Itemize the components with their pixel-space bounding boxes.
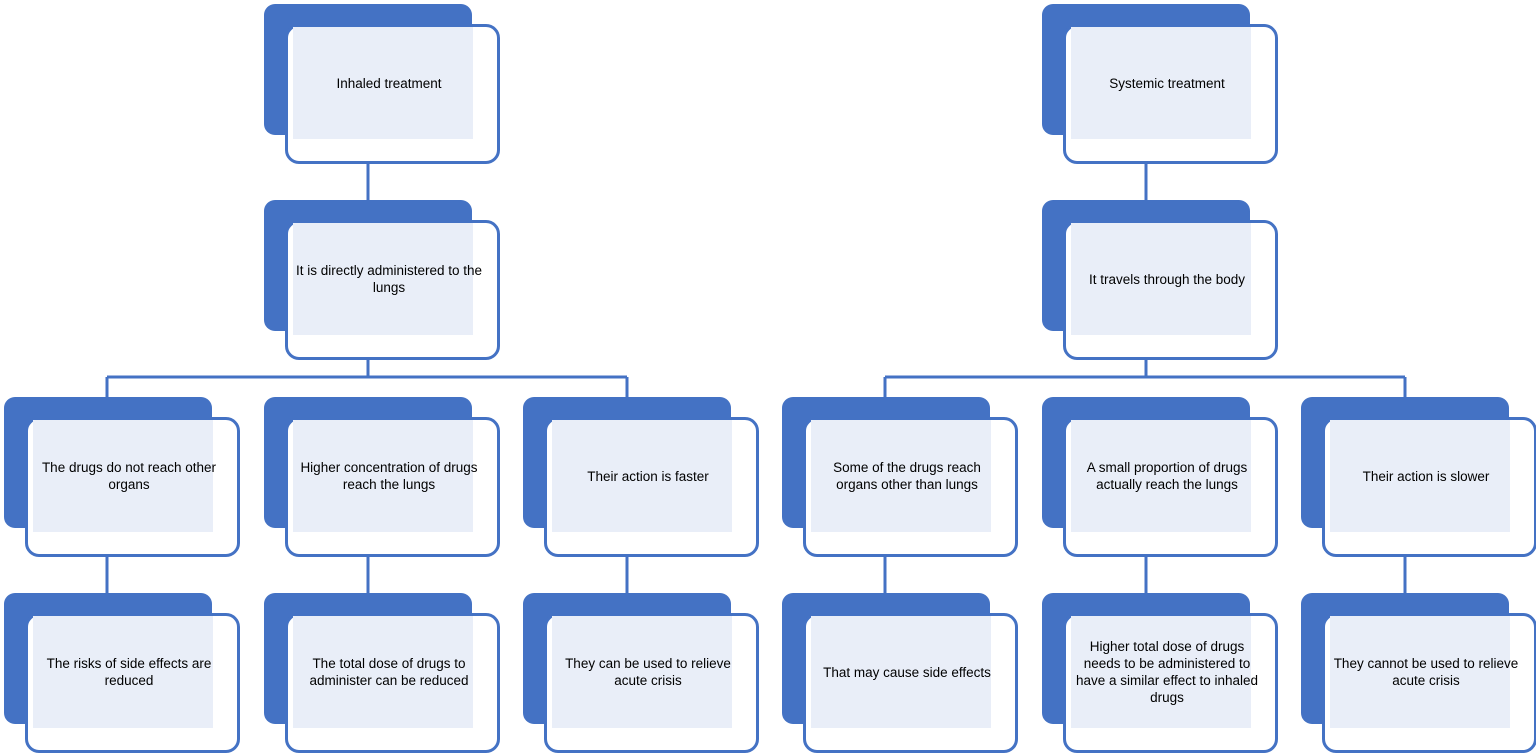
node-inhaled-result-3-label: They can be used to relieve acute crisis <box>565 656 731 688</box>
node-inhaled-branch-2-label: Higher concentration of drugs reach the … <box>300 460 478 492</box>
node-inhaled-result-2-label: The total dose of drugs to administer ca… <box>309 656 469 688</box>
node-inhaled-result-3: They can be used to relieve acute crisis <box>523 593 759 753</box>
node-inhaled-branch-1-label: The drugs do not reach other organs <box>41 460 217 492</box>
node-systemic-branch-1-label: Some of the drugs reach organs other tha… <box>833 460 981 492</box>
node-systemic-result-1-label: That may cause side effects <box>823 664 991 680</box>
node-systemic-level2-label: It travels through the body <box>1088 271 1246 287</box>
node-inhaled-branch-1: The drugs do not reach other organs <box>4 397 240 557</box>
node-inhaled-result-1: The risks of side effects are reduced <box>4 593 240 753</box>
node-systemic-branch-1: Some of the drugs reach organs other tha… <box>782 397 1018 557</box>
node-systemic-root: Systemic treatment <box>1042 4 1278 164</box>
node-systemic-branch-3-label: Their action is slower <box>1362 468 1490 484</box>
node-inhaled-root-label: Inhaled treatment <box>336 75 442 91</box>
node-systemic-result-2-label: Higher total dose of drugs needs to be a… <box>1075 639 1259 705</box>
node-inhaled-result-1-label: The risks of side effects are reduced <box>46 656 212 688</box>
node-inhaled-branch-2: Higher concentration of drugs reach the … <box>264 397 500 557</box>
node-inhaled-level2: It is directly administered to the lungs <box>264 200 500 360</box>
node-inhaled-branch-3: Their action is faster <box>523 397 759 557</box>
node-systemic-level2: It travels through the body <box>1042 200 1278 360</box>
node-systemic-result-3-label: They cannot be used to relieve acute cri… <box>1333 656 1519 688</box>
node-inhaled-level2-label: It is directly administered to the lungs <box>295 263 483 295</box>
node-systemic-result-2: Higher total dose of drugs needs to be a… <box>1042 593 1278 753</box>
node-inhaled-branch-3-label: Their action is faster <box>587 468 709 484</box>
node-systemic-branch-3: Their action is slower <box>1301 397 1536 557</box>
node-systemic-branch-2: A small proportion of drugs actually rea… <box>1042 397 1278 557</box>
node-systemic-branch-2-label: A small proportion of drugs actually rea… <box>1086 460 1248 492</box>
node-systemic-result-1: That may cause side effects <box>782 593 1018 753</box>
node-systemic-root-label: Systemic treatment <box>1109 75 1225 91</box>
node-inhaled-result-2: The total dose of drugs to administer ca… <box>264 593 500 753</box>
node-inhaled-root: Inhaled treatment <box>264 4 500 164</box>
node-systemic-result-3: They cannot be used to relieve acute cri… <box>1301 593 1536 753</box>
